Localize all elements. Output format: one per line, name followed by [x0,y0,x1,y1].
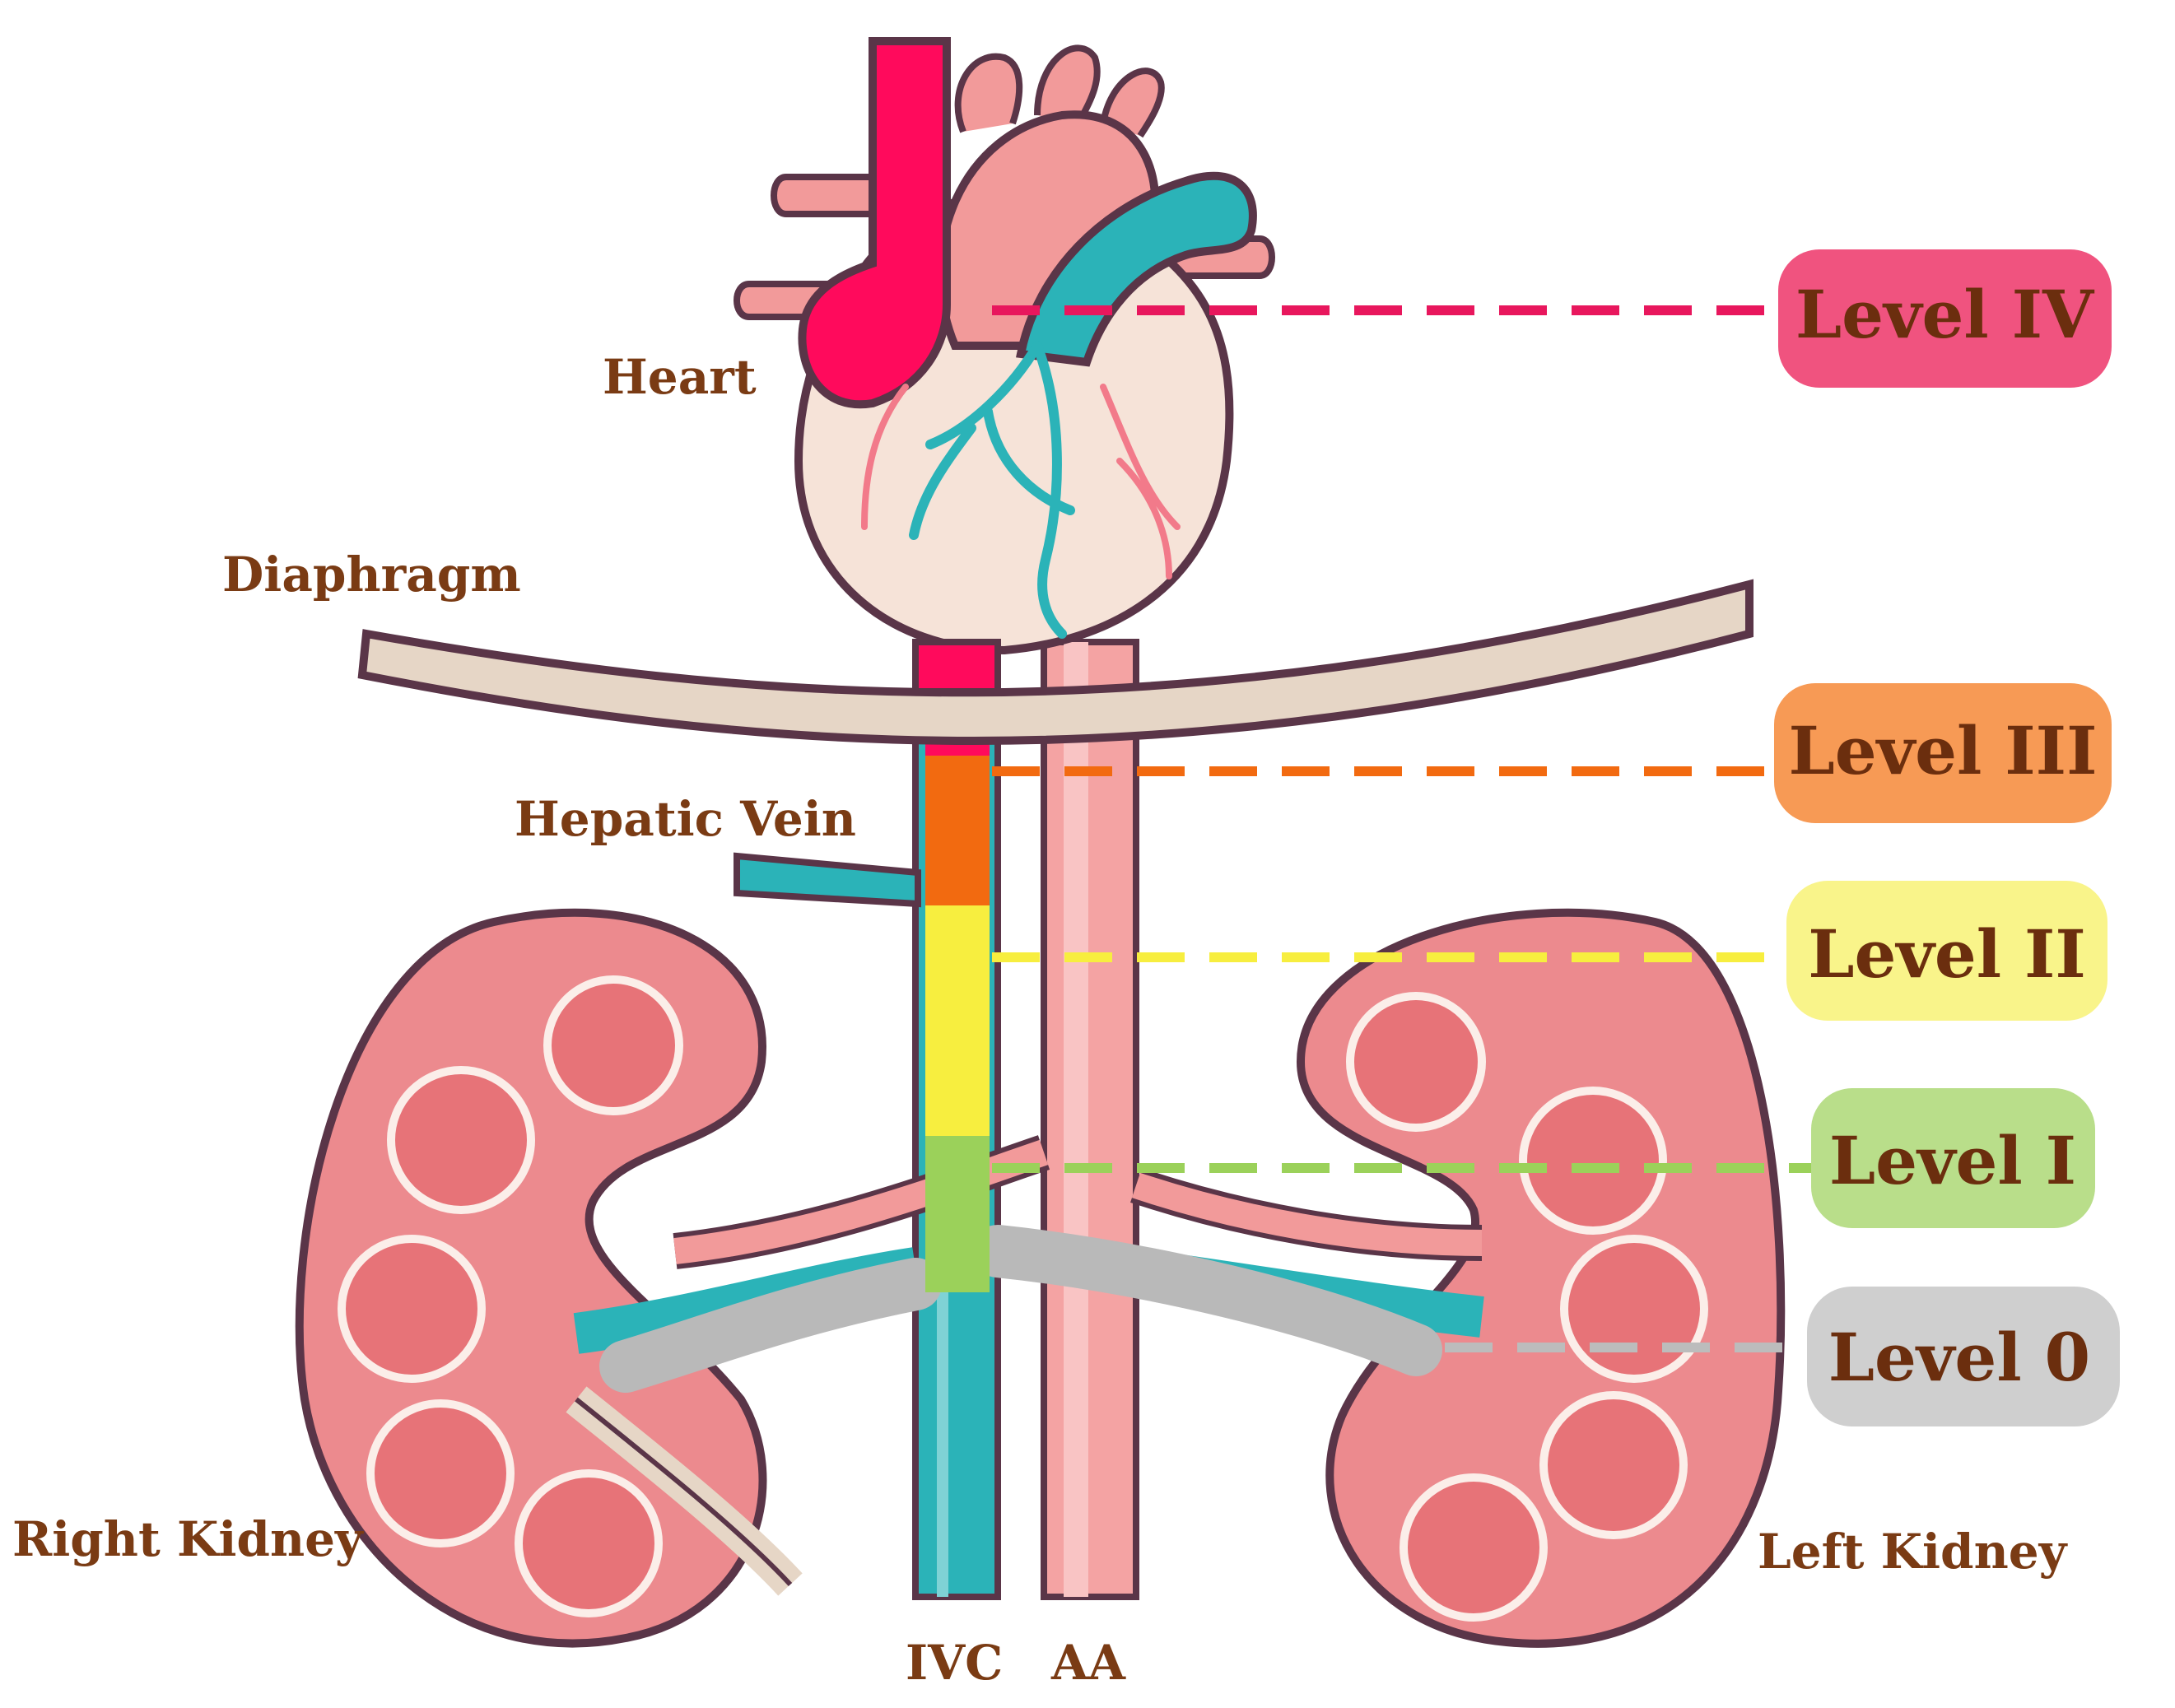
level-0-badge [1807,1287,2120,1426]
thrombus-level-2 [925,905,990,1136]
right-kidney-label: Right Kidney [12,1511,365,1567]
right-kidney [295,908,803,1648]
thrombus-level-0 [599,1225,1442,1393]
level-ii-label: Level II [1808,915,2086,993]
left-kidney-label: Left Kidney [1758,1524,2069,1580]
thrombus-level-3 [925,756,990,905]
anatomy-labels: Heart Diaphragm Hepatic Vein Right Kidne… [12,349,2069,1691]
level-i-label: Level I [1829,1122,2076,1199]
level-badges: Level IV Level III Level II Level I Leve… [1774,249,2120,1426]
level-0-label: Level 0 [1828,1319,2090,1396]
hepatic-vein [734,852,921,908]
thrombus-level-1 [925,1136,990,1292]
hepatic-vein-label: Hepatic Vein [515,791,856,847]
level-iii-badge [1774,683,2112,823]
left-kidney [1296,908,1786,1648]
diaphragm [357,579,1754,745]
level-ii-badge [1786,881,2107,1021]
level-iv-label: Level IV [1795,276,2095,353]
level-lines [992,305,1836,1352]
heart-label: Heart [603,349,757,405]
aa-label: AA [1050,1635,1126,1691]
level-iii-label: Level III [1788,712,2097,789]
level-i-badge [1811,1088,2095,1228]
abdominal-aorta [1041,639,1139,1600]
ivc-label: IVC [906,1635,1003,1691]
diaphragm-label: Diaphragm [222,547,521,603]
level-iv-badge [1778,249,2112,388]
heart [734,37,1275,695]
